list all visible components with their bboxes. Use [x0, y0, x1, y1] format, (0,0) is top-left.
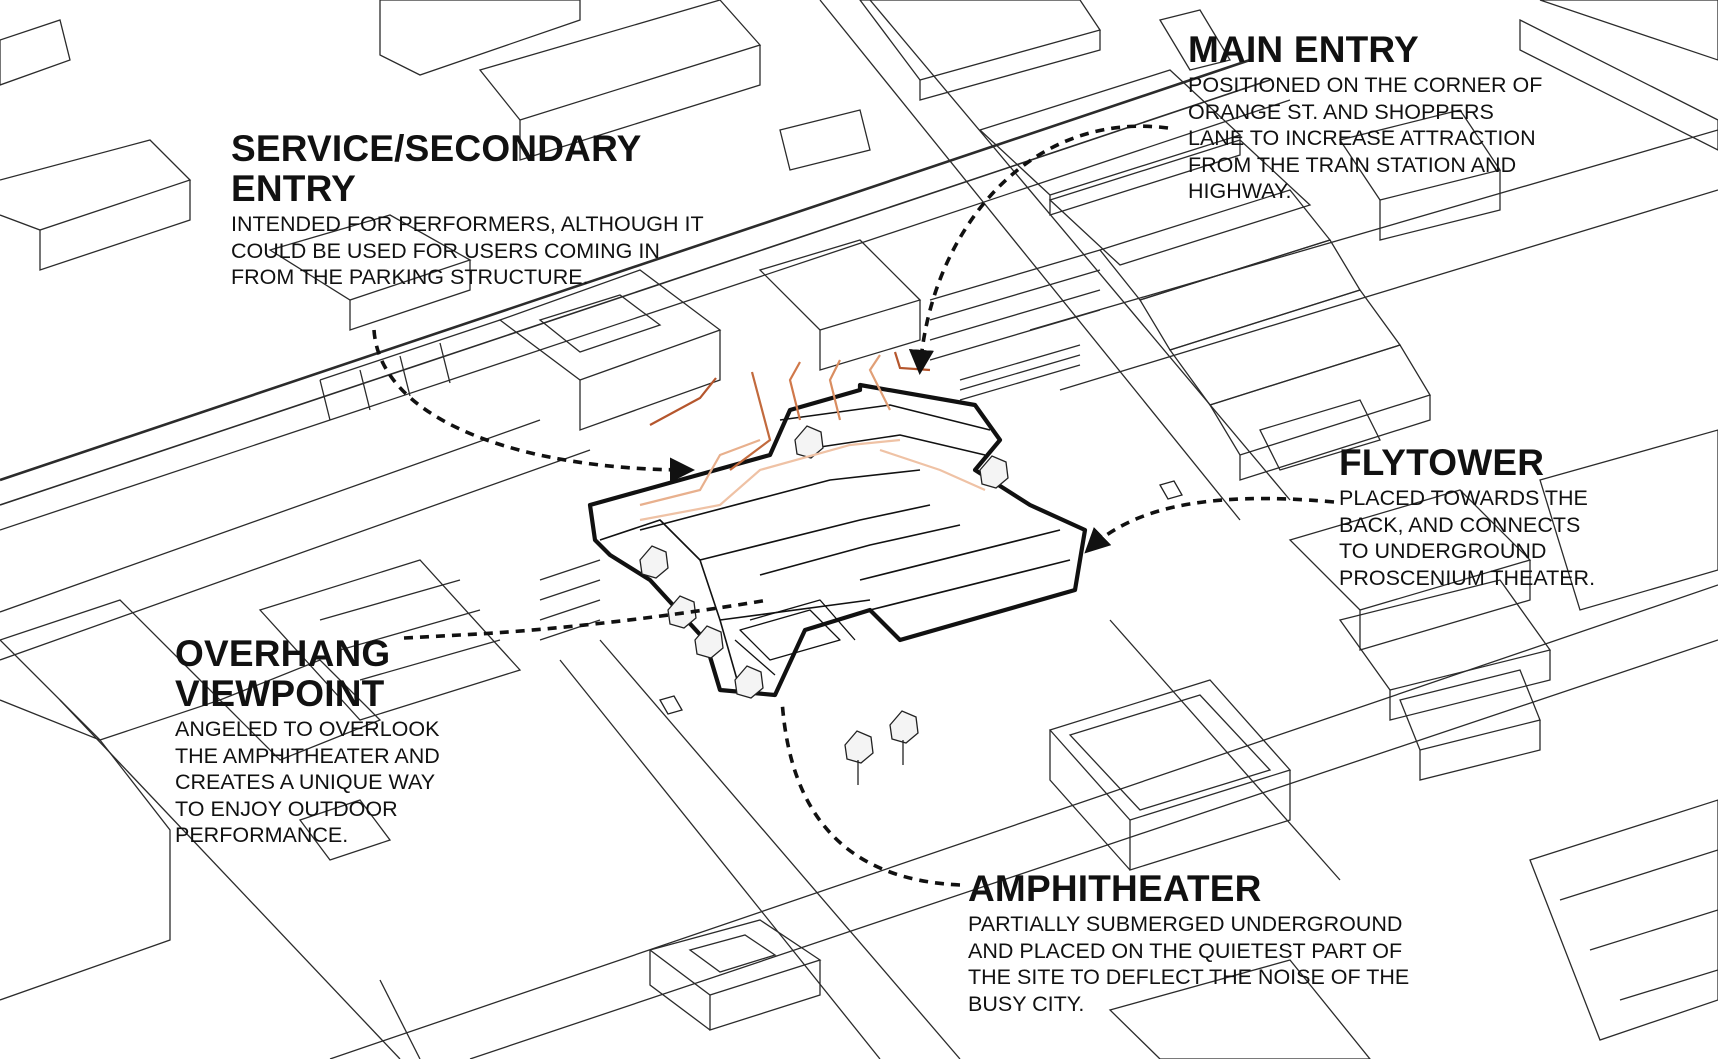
path-line — [879, 448, 986, 492]
street-edge — [329, 584, 1718, 1059]
amphitheater-description: PARTIALLY SUBMERGED UNDERGROUND AND PLAC… — [968, 912, 1410, 1016]
rail-line-2 — [0, 79, 1271, 506]
rail-line — [0, 58, 1251, 482]
service-entry-title: SERVICE/SECONDARY ENTRY — [231, 128, 642, 209]
path-line — [868, 354, 891, 411]
amphitheater-title: AMPHITHEATER — [968, 868, 1262, 909]
arrow-service-entry — [372, 329, 696, 483]
overhang-description: ANGELED TO OVERLOOK THE AMPHITHEATER AND… — [175, 717, 440, 847]
path-line — [639, 438, 901, 522]
overhang-title: OVERHANG VIEWPOINT — [175, 633, 391, 714]
building-outline — [587, 382, 1088, 698]
flytower-title: FLYTOWER — [1339, 442, 1545, 483]
callout-overhang-viewpoint: OVERHANG VIEWPOINT ANGELED TO OVERLOOK T… — [175, 634, 535, 849]
street-edge — [819, 0, 1241, 521]
cars — [659, 480, 1183, 715]
path-line — [788, 361, 802, 421]
arrow-flytower — [1084, 496, 1335, 554]
main-entry-description: POSITIONED ON THE CORNER OF ORANGE ST. A… — [1188, 73, 1543, 203]
service-entry-description: INTENDED FOR PERFORMERS, ALTHOUGH IT COU… — [231, 212, 704, 289]
path-line — [649, 377, 717, 426]
callout-service-entry: SERVICE/SECONDARY ENTRY INTENDED FOR PER… — [231, 129, 731, 291]
callout-amphitheater: AMPHITHEATER PARTIALLY SUBMERGED UNDERGR… — [968, 869, 1488, 1017]
arrow-overhang — [403, 598, 769, 640]
main-entry-title: MAIN ENTRY — [1188, 29, 1419, 70]
path-line — [828, 359, 842, 421]
leader-arrows — [372, 124, 1335, 887]
path-line — [729, 371, 772, 471]
street-edge — [0, 419, 541, 613]
arrow-amphitheater — [780, 699, 961, 887]
callout-main-entry: MAIN ENTRY POSITIONED ON THE CORNER OF O… — [1188, 30, 1608, 205]
trees — [639, 425, 1009, 764]
theater-building — [587, 382, 1088, 698]
arrow-main-entry — [908, 124, 1169, 376]
flytower-description: PLACED TOWARDS THE BACK, AND CONNECTS TO… — [1339, 486, 1596, 590]
path-line — [893, 351, 931, 372]
callout-flytower: FLYTOWER PLACED TOWARDS THE BACK, AND CO… — [1339, 443, 1709, 591]
path-line — [639, 438, 761, 507]
